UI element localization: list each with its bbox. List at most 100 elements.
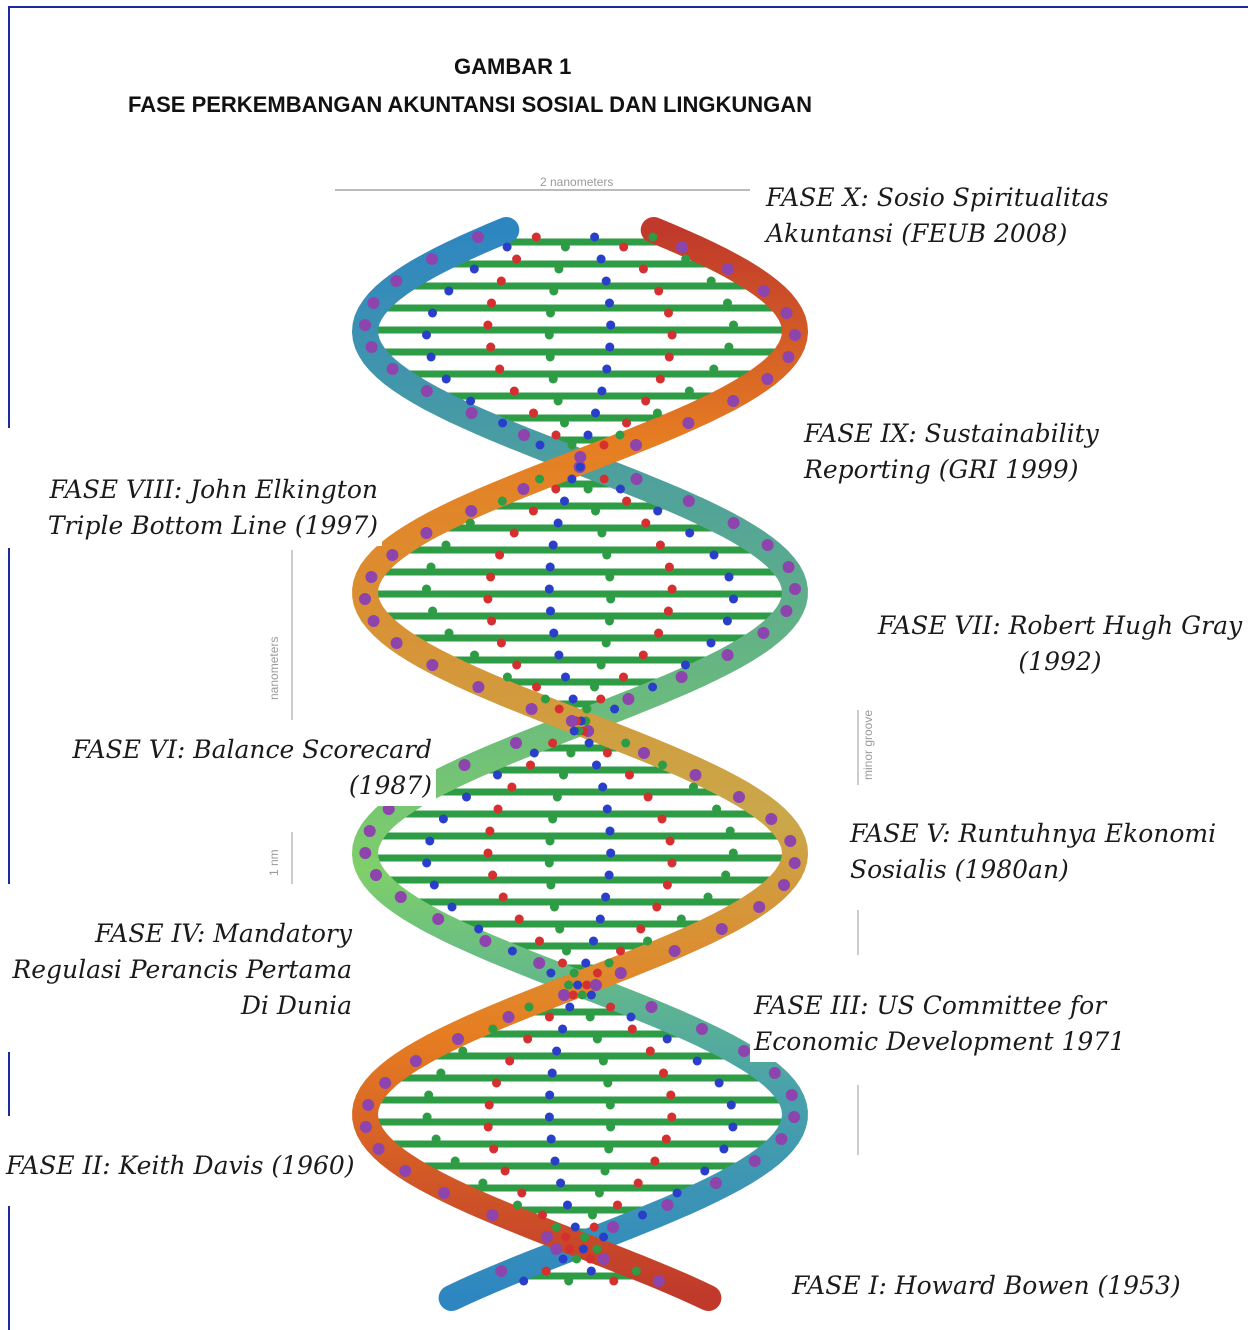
atom	[515, 915, 524, 924]
atom	[466, 397, 475, 406]
atom	[681, 255, 690, 264]
atom	[609, 1277, 618, 1286]
atom	[426, 253, 438, 265]
atom	[619, 243, 628, 252]
atom	[597, 661, 606, 670]
atom	[445, 629, 454, 638]
atom	[638, 747, 650, 759]
atom	[638, 1211, 647, 1220]
atom	[724, 343, 733, 352]
atom	[597, 529, 606, 538]
atom	[683, 495, 695, 507]
atom	[555, 705, 564, 714]
atom	[729, 321, 738, 330]
atom	[639, 265, 648, 274]
phase-label-iv: FASE IV: Mandatory Regulasi Perancis Per…	[8, 914, 356, 1026]
atom	[606, 1101, 615, 1110]
atom	[722, 263, 734, 275]
atom	[696, 1023, 708, 1035]
atom	[379, 1077, 391, 1089]
atom	[565, 1003, 574, 1012]
figure-number: GAMBAR 1	[454, 54, 571, 80]
atom	[545, 331, 554, 340]
atom	[458, 1047, 467, 1056]
atom	[485, 1101, 494, 1110]
phase-v-line-1: FASE V: Runtuhnya Ekonomi	[850, 816, 1216, 852]
atom	[665, 353, 674, 362]
atom	[497, 639, 506, 648]
atom	[564, 1277, 573, 1286]
atom	[552, 1047, 561, 1056]
atom	[666, 1091, 675, 1100]
phase-label-vii: FASE VII: Robert Hugh Gray (1992)	[868, 606, 1252, 682]
atom	[598, 1253, 610, 1265]
phase-label-iii: FASE III: US Committee for Economic Deve…	[750, 986, 1129, 1062]
page-border-left-4	[8, 1206, 10, 1330]
atom	[606, 595, 615, 604]
atom	[442, 375, 451, 384]
atom	[373, 1143, 385, 1155]
atom	[466, 519, 475, 528]
atom	[632, 1267, 641, 1276]
atom	[663, 1035, 672, 1044]
atom	[410, 1055, 422, 1067]
atom	[723, 617, 732, 626]
atom	[579, 1245, 588, 1254]
atom	[596, 695, 605, 704]
atom	[495, 1265, 507, 1277]
atom	[423, 1113, 432, 1122]
atom	[472, 231, 484, 243]
atom	[541, 695, 550, 704]
atom	[567, 475, 576, 484]
atom	[459, 759, 471, 771]
atom	[682, 417, 694, 429]
atom	[568, 441, 577, 450]
page-border-top	[8, 6, 1248, 8]
atom	[570, 969, 579, 978]
atom	[592, 1245, 601, 1254]
atom	[529, 507, 538, 516]
atom	[621, 739, 630, 748]
atom	[634, 1179, 643, 1188]
atom	[451, 1157, 460, 1166]
atom	[535, 937, 544, 946]
atom	[536, 441, 545, 450]
atom	[606, 827, 615, 836]
atom	[368, 615, 380, 627]
atom	[554, 519, 563, 528]
atom	[425, 837, 434, 846]
atom	[664, 309, 673, 318]
atom	[498, 419, 507, 428]
atom	[518, 429, 530, 441]
atom	[542, 1267, 551, 1276]
atom	[690, 769, 702, 781]
atom	[584, 485, 593, 494]
atom	[479, 935, 491, 947]
atom	[432, 913, 444, 925]
atom	[604, 1145, 613, 1154]
atom	[546, 837, 555, 846]
atom	[656, 541, 665, 550]
atom	[538, 1211, 547, 1220]
atom	[605, 617, 614, 626]
atom	[546, 309, 555, 318]
atom	[545, 859, 554, 868]
atom	[430, 881, 439, 890]
atom	[644, 793, 653, 802]
atom	[554, 651, 563, 660]
atom	[597, 255, 606, 264]
atom	[422, 331, 431, 340]
atom	[677, 915, 686, 924]
atom	[570, 727, 579, 736]
atom	[395, 891, 407, 903]
page-border-left-2	[8, 548, 10, 884]
atom	[639, 651, 648, 660]
atom	[470, 651, 479, 660]
atom	[646, 1001, 658, 1013]
atom	[488, 1025, 497, 1034]
atom	[597, 387, 606, 396]
atom	[574, 451, 586, 463]
atom	[616, 431, 625, 440]
atom	[586, 1013, 595, 1022]
phase-x-line-2: Akuntansi (FEUB 2008)	[766, 216, 1109, 252]
